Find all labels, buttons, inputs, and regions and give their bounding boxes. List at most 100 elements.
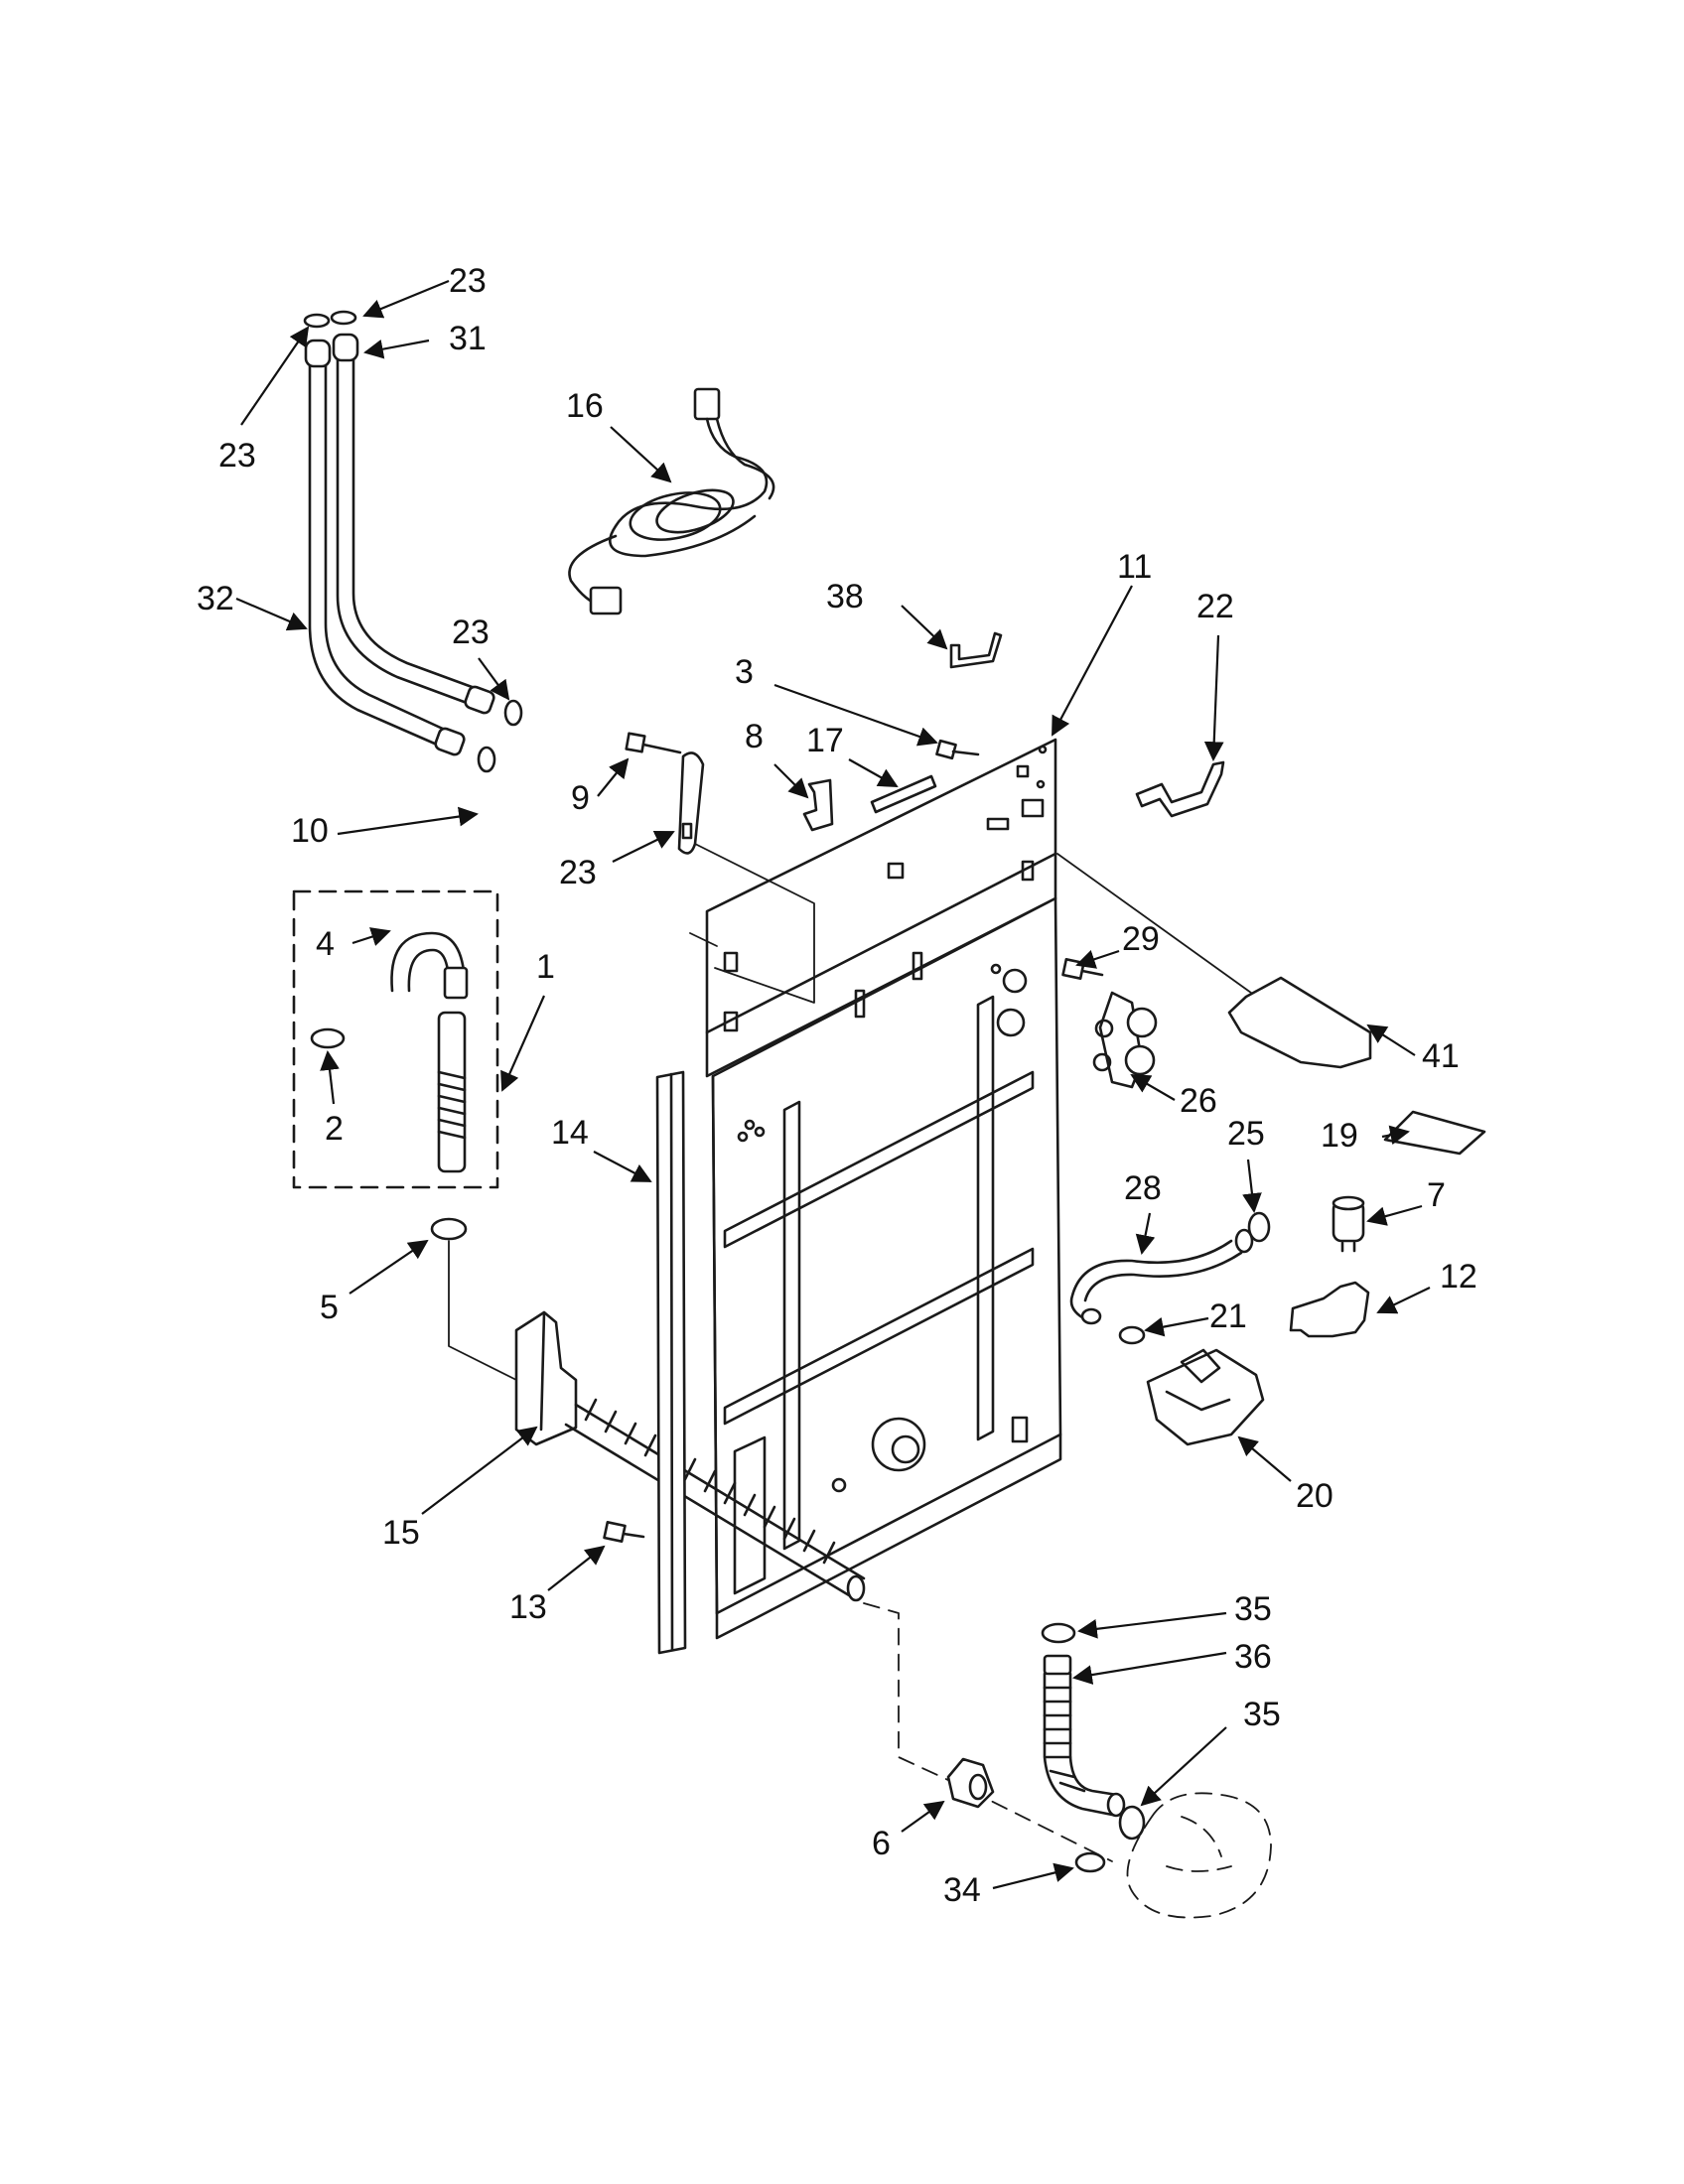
leader-23-top — [362, 279, 450, 319]
bracket-12 — [1289, 1281, 1370, 1338]
callout-14: 14 — [551, 1114, 589, 1152]
callout-22: 22 — [1196, 588, 1234, 625]
callout-1: 1 — [536, 948, 555, 986]
rear-panel — [705, 738, 1062, 1640]
callout-35-bottom: 35 — [1243, 1696, 1281, 1733]
callout-23-mid: 23 — [452, 614, 490, 651]
leader-19 — [1381, 1125, 1410, 1146]
clamp-21 — [1118, 1325, 1146, 1345]
leader-20 — [1237, 1435, 1292, 1482]
callout-3: 3 — [735, 653, 754, 691]
leader-35-top — [1077, 1611, 1227, 1639]
callout-9: 9 — [571, 779, 590, 817]
clamp-34 — [1074, 1851, 1106, 1873]
leader-5 — [349, 1239, 429, 1295]
callout-26: 26 — [1180, 1082, 1217, 1120]
callout-12: 12 — [1440, 1258, 1477, 1296]
leader-14 — [593, 1151, 652, 1182]
leader-4 — [351, 927, 391, 946]
leader-35-bottom — [1140, 1726, 1227, 1807]
callout-29: 29 — [1122, 920, 1160, 958]
leader-38 — [901, 605, 948, 650]
callout-25: 25 — [1227, 1115, 1265, 1153]
drain-hose-kit-box — [292, 889, 499, 1189]
leader-8 — [773, 763, 809, 799]
leader-41 — [1366, 1024, 1416, 1056]
leader-16 — [610, 426, 672, 483]
clip-8 — [802, 778, 834, 832]
capacitor — [1332, 1195, 1365, 1253]
leader-1 — [500, 995, 546, 1092]
leader-29 — [1075, 949, 1120, 969]
screw-13 — [603, 1521, 645, 1543]
callout-17: 17 — [806, 722, 844, 759]
callout-labels: 23 31 23 16 32 23 38 11 22 3 8 17 9 10 2… — [197, 262, 1477, 1909]
leader-22 — [1203, 634, 1224, 761]
clamp-2 — [310, 1027, 346, 1049]
callout-31: 31 — [449, 320, 487, 357]
water-valve — [1092, 991, 1158, 1089]
drain-hose-kit — [437, 1011, 467, 1173]
callout-34: 34 — [943, 1871, 981, 1909]
strip-17 — [870, 774, 937, 814]
rail-14 — [655, 1070, 687, 1655]
callout-41: 41 — [1422, 1037, 1460, 1075]
pump-assembly-20 — [1146, 1348, 1265, 1446]
callout-19: 19 — [1321, 1117, 1358, 1155]
callout-7: 7 — [1427, 1176, 1446, 1214]
leader-23-mid — [478, 657, 510, 701]
leader-9 — [597, 757, 630, 797]
leader-21 — [1144, 1316, 1209, 1337]
leader-12 — [1376, 1287, 1431, 1314]
callout-36: 36 — [1234, 1638, 1272, 1676]
callout-23-bottom: 10 — [291, 812, 329, 850]
inlet-hose-assembly — [303, 310, 523, 773]
leader-28 — [1135, 1212, 1156, 1255]
callout-38: 38 — [826, 578, 864, 615]
leader-10 — [612, 830, 675, 863]
callout-6: 6 — [872, 1825, 891, 1862]
leader-26 — [1130, 1074, 1176, 1101]
callout-5: 5 — [320, 1289, 339, 1326]
callout-15: 15 — [382, 1514, 420, 1552]
clamp-5 — [430, 1217, 468, 1241]
drain-hose-36 — [1043, 1654, 1126, 1818]
bracket-38 — [949, 631, 1003, 669]
callout-21: 21 — [1209, 1297, 1247, 1335]
leader-17 — [848, 758, 899, 787]
leader-13 — [547, 1545, 606, 1591]
callout-23-top: 23 — [449, 262, 487, 300]
leader-34 — [992, 1862, 1074, 1890]
clamp-35-top — [1041, 1622, 1076, 1644]
callout-2: 2 — [325, 1110, 344, 1148]
callout-10: 23 — [559, 854, 597, 891]
callout-35-top: 35 — [1234, 1590, 1272, 1628]
leader-23-bottom — [337, 806, 479, 836]
bracket-22 — [1135, 760, 1225, 818]
hose-28 — [1069, 1228, 1254, 1325]
leader-32 — [235, 597, 308, 631]
callout-28: 28 — [1124, 1169, 1162, 1207]
leader-15 — [421, 1426, 538, 1515]
leader-lines — [235, 279, 1431, 1890]
screw-3 — [935, 739, 980, 760]
leader-31 — [363, 339, 430, 359]
leader-23-left — [240, 326, 310, 426]
callout-13: 13 — [509, 1588, 547, 1626]
bracket-41 — [1227, 976, 1372, 1069]
leader-3 — [773, 683, 938, 747]
callout-16: 16 — [566, 387, 604, 425]
callout-11: 11 — [1117, 548, 1152, 586]
label-card — [1383, 1110, 1486, 1156]
strap-10 — [677, 751, 815, 1004]
leader-6 — [901, 1800, 945, 1833]
leader-7 — [1366, 1204, 1423, 1226]
leader-2 — [320, 1050, 340, 1105]
leader-25 — [1242, 1159, 1262, 1213]
callout-20: 20 — [1296, 1477, 1333, 1515]
power-cord — [568, 387, 775, 615]
screw-9 — [625, 732, 682, 754]
leader-11 — [1052, 585, 1133, 737]
pump-outline-dashed — [1126, 1792, 1272, 1919]
